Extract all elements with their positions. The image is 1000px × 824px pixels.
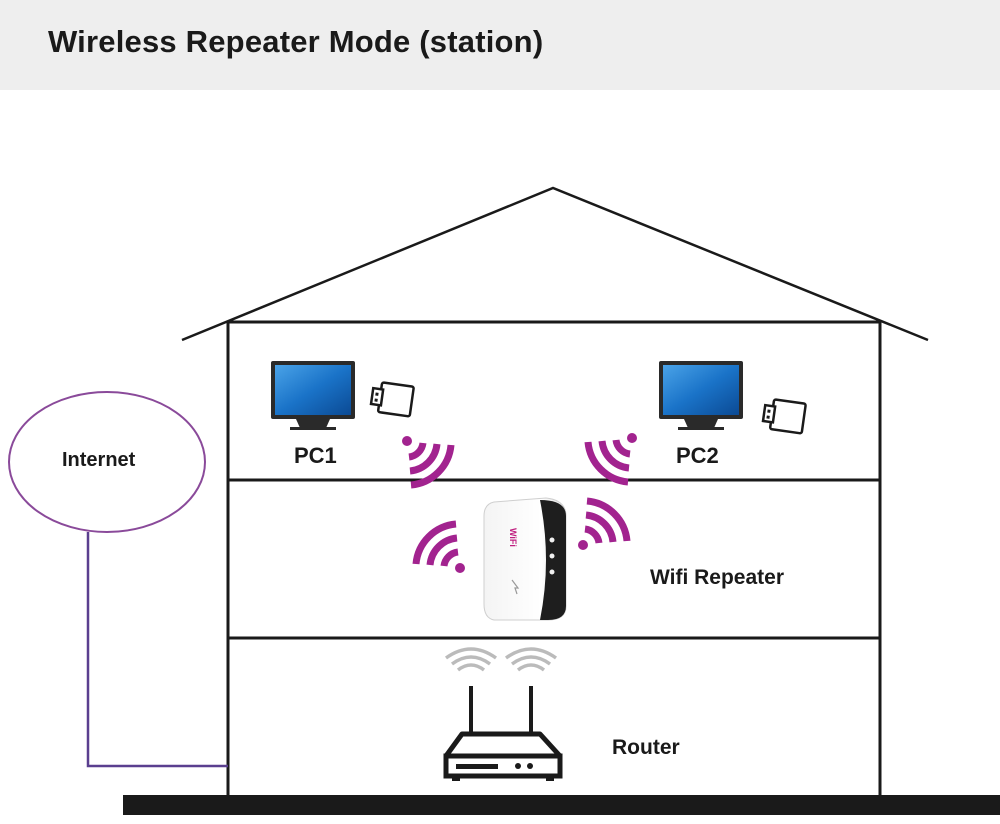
router-signal-waves xyxy=(444,647,558,672)
pc1-label: PC1 xyxy=(294,443,337,468)
wifi-signal-icon xyxy=(578,497,631,550)
monitor-icon xyxy=(271,361,355,430)
router-icon xyxy=(443,686,563,781)
internet-ellipse xyxy=(8,391,206,533)
internet-cable xyxy=(86,532,228,768)
wifi-signal-icon xyxy=(402,436,455,489)
header-bar: Wireless Repeater Mode (station) xyxy=(0,0,1000,90)
roof xyxy=(181,186,929,342)
monitor-icon xyxy=(659,361,743,430)
repeater-logo-text: WiFi xyxy=(508,527,518,547)
ground-bar xyxy=(123,795,1000,815)
house-outline xyxy=(181,186,929,795)
pc2-label: PC2 xyxy=(676,443,719,468)
page-title: Wireless Repeater Mode (station) xyxy=(48,24,544,59)
wifi-repeater-icon xyxy=(483,497,567,621)
usb-wifi-adapter-icon xyxy=(369,381,415,418)
repeater-label: Wifi Repeater xyxy=(650,566,785,589)
usb-wifi-adapter-icon xyxy=(761,398,807,435)
wifi-signal-icon xyxy=(412,520,465,573)
wifi-signal-icon xyxy=(584,433,637,486)
internet-label: Internet xyxy=(62,449,136,471)
router-label: Router xyxy=(612,736,680,759)
